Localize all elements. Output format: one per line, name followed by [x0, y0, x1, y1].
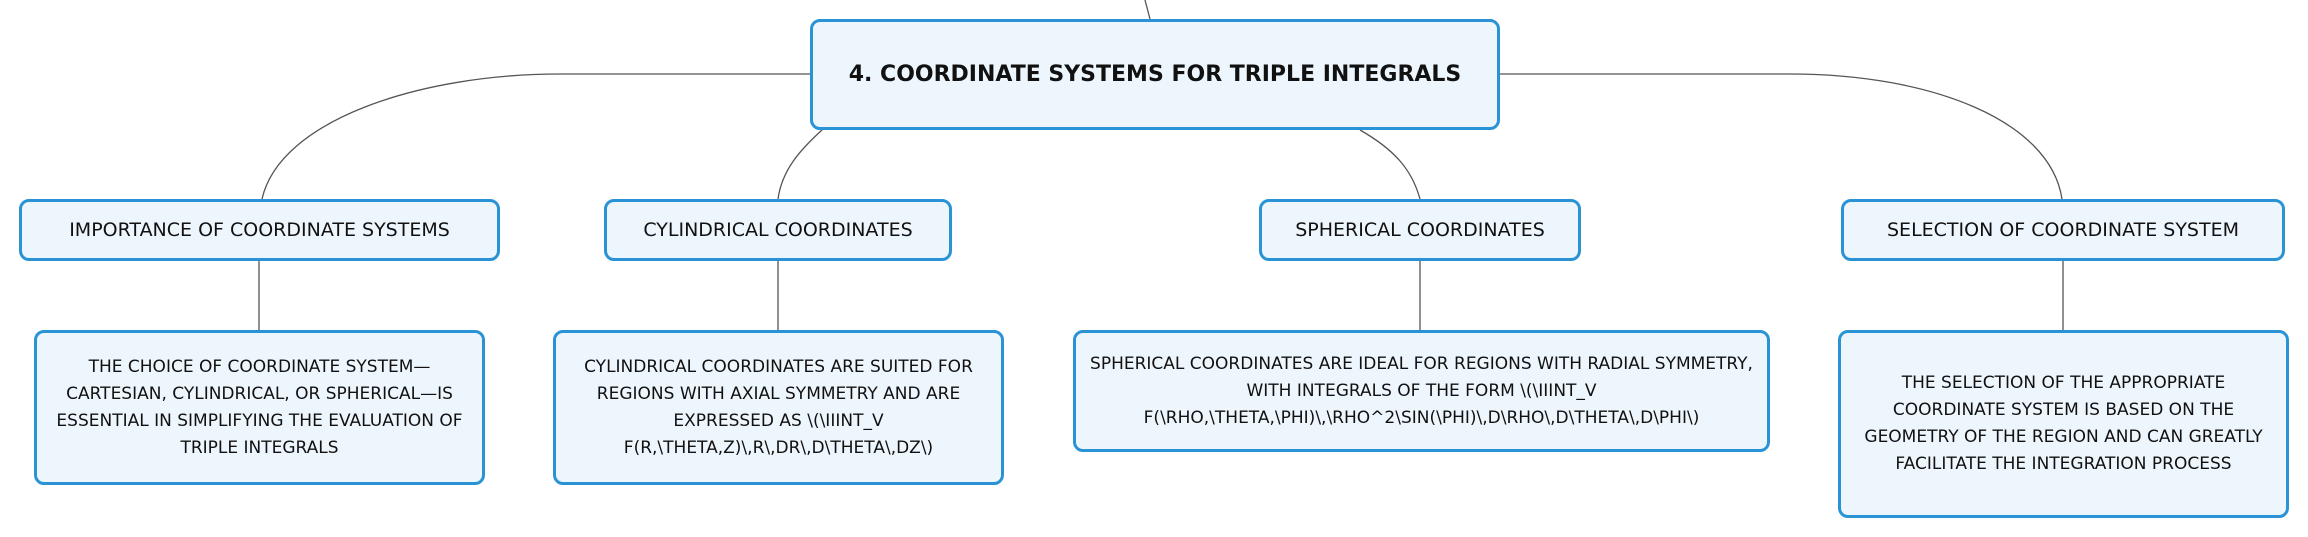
topic-label: IMPORTANCE OF COORDINATE SYSTEMS [69, 219, 450, 241]
connector-root-to-importance [261, 73, 810, 200]
topic-node-selection[interactable]: SELECTION OF COORDINATE SYSTEM [1841, 199, 2285, 261]
detail-node-spherical[interactable]: SPHERICAL COORDINATES ARE IDEAL FOR REGI… [1073, 330, 1770, 452]
connector-root-to-spherical [1359, 129, 1421, 200]
topic-label: SELECTION OF COORDINATE SYSTEM [1887, 219, 2239, 241]
topic-label: SPHERICAL COORDINATES [1295, 219, 1545, 241]
detail-text: SPHERICAL COORDINATES ARE IDEAL FOR REGI… [1090, 353, 1753, 428]
topic-node-spherical[interactable]: SPHERICAL COORDINATES [1259, 199, 1581, 261]
topic-node-cylindrical[interactable]: CYLINDRICAL COORDINATES [604, 199, 952, 261]
connector-root-to-cylindrical [777, 129, 823, 200]
detail-node-importance[interactable]: THE CHOICE OF COORDINATE SYSTEM—CARTESIA… [34, 330, 485, 485]
topic-node-importance[interactable]: IMPORTANCE OF COORDINATE SYSTEMS [19, 199, 500, 261]
detail-text: THE SELECTION OF THE APPROPRIATE COORDIN… [1864, 373, 2263, 474]
root-node[interactable]: 4. COORDINATE SYSTEMS FOR TRIPLE INTEGRA… [810, 19, 1500, 130]
detail-text: THE CHOICE OF COORDINATE SYSTEM—CARTESIA… [56, 356, 463, 458]
detail-node-cylindrical[interactable]: CYLINDRICAL COORDINATES ARE SUITED FOR R… [553, 330, 1004, 485]
root-title: 4. COORDINATE SYSTEMS FOR TRIPLE INTEGRA… [848, 62, 1462, 87]
connector-root-to-selection [1500, 73, 2063, 200]
detail-text: CYLINDRICAL COORDINATES ARE SUITED FOR R… [584, 356, 973, 458]
topic-label: CYLINDRICAL COORDINATES [643, 219, 913, 241]
connector-parent-stub [1144, 0, 1151, 20]
detail-node-selection[interactable]: THE SELECTION OF THE APPROPRIATE COORDIN… [1838, 330, 2289, 518]
